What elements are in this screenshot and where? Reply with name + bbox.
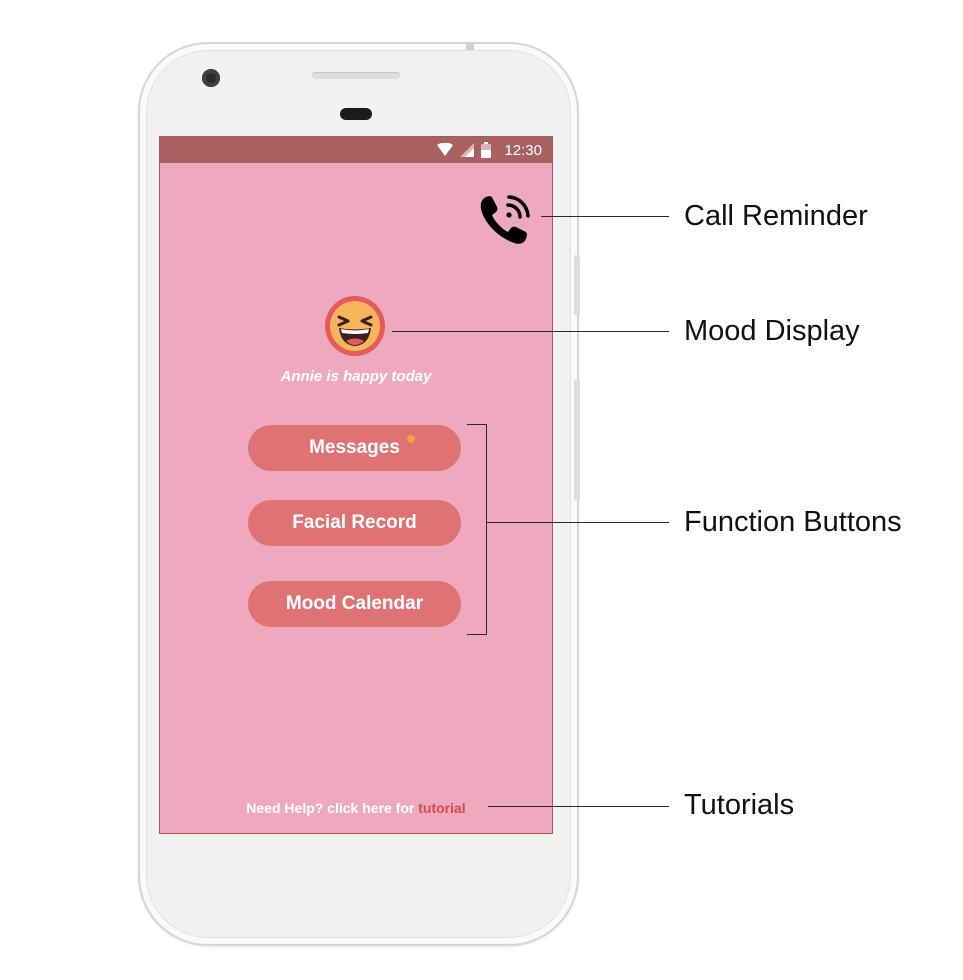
laughing-face-icon	[325, 296, 385, 356]
function-buttons-bracket	[467, 424, 487, 635]
mood-calendar-button[interactable]: Mood Calendar	[248, 581, 461, 627]
tutorial-link[interactable]: tutorial	[418, 800, 466, 816]
status-bar: 12:30	[160, 137, 552, 163]
function-buttons-callout-line	[487, 522, 669, 523]
app-screen: 12:30 Annie is happy today Messages Faci…	[159, 136, 553, 834]
facial-record-button-label: Facial Record	[292, 512, 417, 533]
battery-icon	[481, 142, 492, 158]
tutorials-callout-line	[488, 806, 669, 807]
help-text: Need Help? click here for tutorial	[160, 800, 552, 816]
mood-display-annotation: Mood Display	[684, 315, 860, 347]
front-camera	[202, 69, 220, 87]
tutorials-annotation: Tutorials	[684, 789, 795, 821]
call-reminder-annotation: Call Reminder	[684, 200, 868, 232]
antenna-line	[466, 42, 474, 50]
phone-ringing-icon[interactable]	[478, 191, 534, 247]
call-reminder-callout-line	[541, 216, 669, 217]
mood-calendar-button-label: Mood Calendar	[285, 593, 424, 614]
signal-icon	[460, 143, 475, 157]
proximity-sensor	[340, 108, 372, 120]
mood-display-callout-line	[392, 331, 669, 332]
messages-button[interactable]: Messages	[248, 425, 461, 471]
notification-dot	[407, 435, 415, 443]
function-buttons-annotation: Function Buttons	[684, 506, 902, 538]
power-button	[574, 255, 580, 315]
status-time: 12:30	[504, 141, 542, 159]
mood-status-text: Annie is happy today	[280, 368, 432, 385]
help-prefix: Need Help? click here for	[246, 800, 419, 816]
earpiece-speaker	[312, 72, 400, 79]
messages-button-label: Messages	[309, 437, 400, 458]
wifi-icon	[437, 143, 454, 156]
volume-button	[574, 380, 580, 500]
facial-record-button[interactable]: Facial Record	[248, 500, 461, 546]
